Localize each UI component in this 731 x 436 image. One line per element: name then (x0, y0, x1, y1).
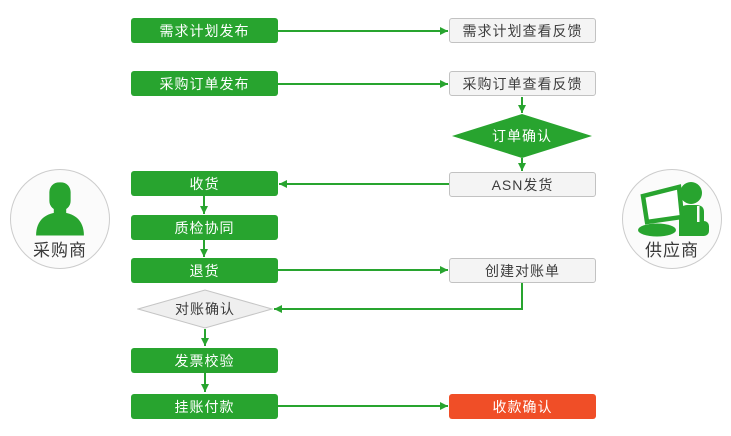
node-order-confirm-diamond: 订单确认 (452, 114, 592, 158)
arrow-statement-to-confirm (274, 283, 523, 313)
node-po-feedback: 采购订单查看反馈 (449, 71, 596, 96)
statement-confirm-label: 对账确认 (175, 301, 235, 317)
node-quality: 质检协同 (131, 215, 278, 240)
node-payment: 挂账付款 (131, 394, 278, 419)
buyer-label: 采购商 (33, 241, 87, 260)
node-demand-feedback: 需求计划查看反馈 (449, 18, 596, 43)
diamond-shape-gray (137, 289, 273, 329)
node-statement-confirm-diamond: 对账确认 (137, 289, 273, 329)
supplier-person-computer-icon (638, 182, 709, 237)
node-asn-ship: ASN发货 (449, 172, 596, 197)
buyer-person-icon (36, 182, 84, 236)
node-statement-create: 创建对账单 (449, 258, 596, 283)
node-po-publish: 采购订单发布 (131, 71, 278, 96)
node-receive: 收货 (131, 171, 278, 196)
supplier-actor-circle: 供应商 (622, 169, 722, 269)
supplier-label: 供应商 (645, 241, 699, 260)
diamond-shape-green (452, 114, 592, 158)
order-confirm-label: 订单确认 (492, 128, 552, 144)
buyer-actor-circle: 采购商 (10, 169, 110, 269)
node-invoice-check: 发票校验 (131, 348, 278, 373)
node-receipt-confirm: 收款确认 (449, 394, 596, 419)
node-returns: 退货 (131, 258, 278, 283)
node-demand-publish: 需求计划发布 (131, 18, 278, 43)
